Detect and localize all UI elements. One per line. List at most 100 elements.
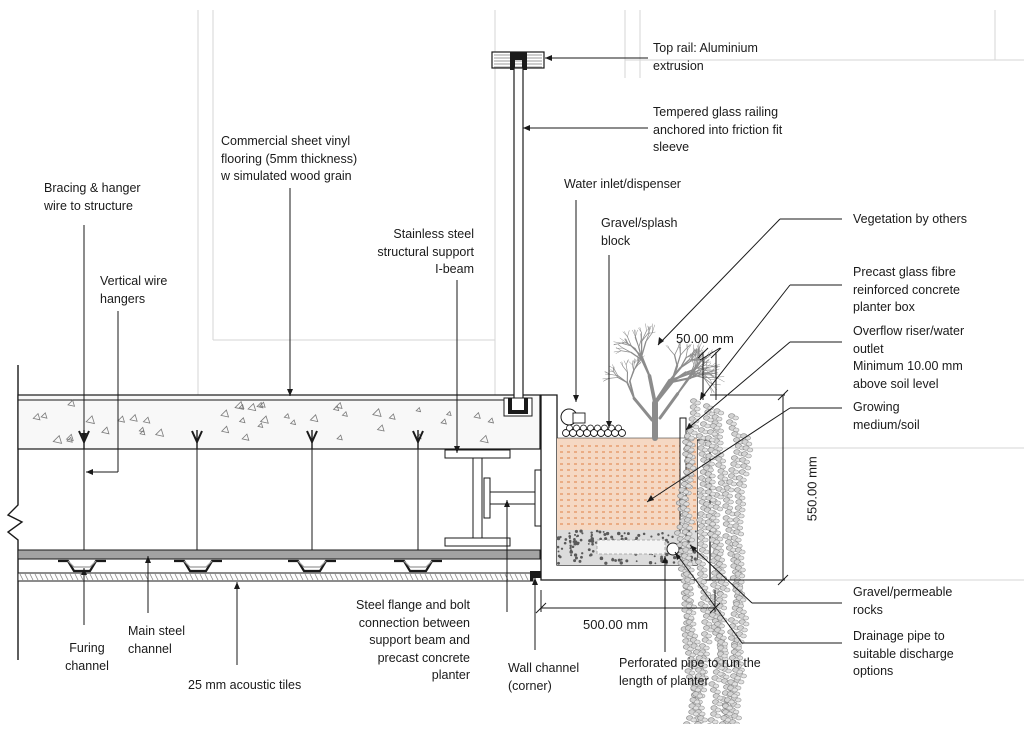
vine-leaf bbox=[738, 520, 744, 524]
gravel-dot bbox=[575, 530, 578, 533]
gravel-dot bbox=[581, 532, 583, 534]
label-line: options bbox=[853, 663, 954, 681]
gravel-dot bbox=[592, 550, 595, 553]
vine-leaf bbox=[727, 712, 733, 716]
label-line: hangers bbox=[100, 291, 167, 309]
furing-channel bbox=[288, 561, 336, 571]
vine-leaf bbox=[739, 490, 745, 494]
tree-branch bbox=[675, 355, 678, 366]
vine-leaf bbox=[718, 495, 724, 499]
tree-branch bbox=[680, 349, 686, 356]
gravel-dot bbox=[588, 540, 590, 542]
vine-leaf bbox=[719, 624, 725, 628]
gravel-dot bbox=[666, 563, 668, 565]
label-water-inlet: Water inlet/dispenser bbox=[564, 176, 681, 194]
gravel-dot bbox=[590, 535, 592, 537]
vine-leaf bbox=[693, 706, 699, 710]
label-furing-channel: Furing channel bbox=[52, 640, 122, 675]
label-line: block bbox=[601, 233, 677, 251]
vine-leaf bbox=[739, 496, 745, 500]
tree-branch bbox=[635, 330, 637, 338]
gravel-dot bbox=[573, 540, 576, 543]
gravel-dot bbox=[627, 532, 630, 535]
gravel-dot bbox=[671, 536, 673, 538]
vine-leaf bbox=[717, 435, 723, 439]
vine-leaf bbox=[699, 706, 705, 710]
gravel-dot bbox=[580, 539, 583, 542]
gravel-dot bbox=[579, 560, 582, 563]
gravel-dot bbox=[673, 561, 676, 564]
gravel-dot bbox=[662, 537, 664, 539]
label-line: structural support bbox=[344, 244, 474, 262]
label-line: Steel flange and bolt bbox=[320, 597, 470, 615]
label-bracing: Bracing & hanger wire to structure bbox=[44, 180, 141, 215]
vine-leaf bbox=[741, 478, 747, 482]
vine-leaf bbox=[702, 448, 708, 452]
vine-leaf bbox=[743, 616, 749, 620]
vine-leaf bbox=[735, 464, 741, 468]
vine-leaf bbox=[689, 448, 695, 452]
label-line: suitable discharge bbox=[853, 646, 954, 664]
glass-railing bbox=[492, 52, 544, 416]
gravel-dot bbox=[695, 531, 697, 533]
label-line: Overflow riser/water bbox=[853, 323, 964, 341]
vine-leaf bbox=[737, 526, 743, 530]
vine-leaf bbox=[706, 640, 712, 644]
label-steel-flange: Steel flange and bolt connection between… bbox=[320, 597, 470, 685]
gravel-dot bbox=[574, 553, 577, 556]
vine-leaf bbox=[728, 488, 734, 492]
label-line: medium/soil bbox=[853, 417, 920, 435]
vine-leaf bbox=[710, 522, 716, 526]
gravel-dot bbox=[599, 531, 602, 534]
vine-leaf bbox=[715, 714, 721, 718]
vine-leaf bbox=[710, 492, 716, 496]
gravel-dot bbox=[569, 542, 571, 544]
furing-channel bbox=[174, 561, 222, 571]
gravel-dot bbox=[636, 560, 638, 562]
main-steel-channel bbox=[18, 550, 540, 559]
gravel-dot bbox=[564, 542, 567, 545]
vine-leaf bbox=[689, 520, 695, 524]
gravel-dot bbox=[559, 556, 562, 559]
tree-branch bbox=[634, 398, 652, 420]
vine-leaf bbox=[686, 484, 692, 488]
vine-leaf bbox=[683, 490, 689, 494]
vine-leaf bbox=[689, 460, 695, 464]
tree-branch bbox=[670, 350, 675, 355]
tree-branch bbox=[660, 394, 678, 418]
vine-leaf bbox=[717, 507, 723, 511]
vine-leaf bbox=[733, 416, 739, 420]
gravel-dot bbox=[590, 553, 593, 556]
tree-branch bbox=[627, 330, 629, 336]
label-line: Tempered glass railing bbox=[653, 104, 782, 122]
gravel-dot bbox=[654, 562, 656, 564]
vine-leaf bbox=[732, 694, 738, 698]
vine-leaf bbox=[736, 538, 742, 542]
label-line: Main steel bbox=[128, 623, 185, 641]
gravel-dot bbox=[665, 539, 668, 542]
gravel-dot bbox=[588, 548, 591, 551]
vine-leaf bbox=[731, 482, 737, 486]
gravel-dot bbox=[564, 538, 567, 541]
vine-leaf bbox=[688, 478, 694, 482]
vine-leaf bbox=[702, 718, 708, 722]
vine-leaf bbox=[704, 550, 710, 554]
vine-leaf bbox=[714, 426, 720, 430]
gravel-dot bbox=[611, 558, 614, 561]
gravel-dot bbox=[579, 529, 582, 532]
label-line: rocks bbox=[853, 602, 952, 620]
vine-leaf bbox=[692, 431, 698, 435]
label-overflow: Overflow riser/water outlet Minimum 10.0… bbox=[853, 323, 964, 393]
label-line: length of planter bbox=[619, 673, 761, 691]
label-line: support beam and bbox=[320, 632, 470, 650]
label-line: Furing bbox=[52, 640, 122, 658]
vine-leaf bbox=[745, 466, 751, 470]
gravel-dot bbox=[572, 546, 575, 549]
vine-leaf bbox=[739, 574, 745, 578]
vine-leaf bbox=[695, 401, 701, 405]
vine-leaf bbox=[704, 646, 710, 650]
vine-leaf bbox=[687, 586, 693, 590]
label-acoustic-tiles: 25 mm acoustic tiles bbox=[188, 677, 301, 695]
vine-leaf bbox=[740, 502, 746, 506]
